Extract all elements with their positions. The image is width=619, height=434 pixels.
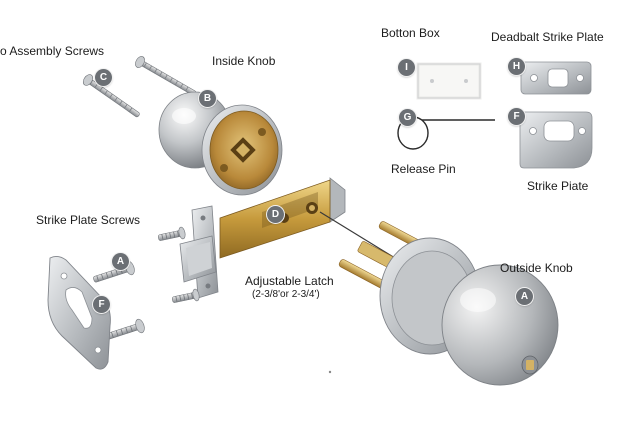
- badge-botton-box: I: [398, 59, 415, 76]
- badge-deadbolt-strike-plate: H: [508, 58, 525, 75]
- deadbolt-strike-plate: [520, 61, 592, 95]
- badge-strike-plate: F: [508, 108, 525, 125]
- label-inside-knob: Inside Knob: [212, 54, 276, 68]
- assembly-screws: [82, 56, 197, 118]
- label-strike-plate-screws: Strike Plate Screws: [36, 213, 141, 227]
- label-release-pin: Release Pin: [391, 162, 456, 176]
- label-strike-plate: Strike Piate: [527, 179, 589, 193]
- label-adjustable-latch: Adjustable Latch: [245, 274, 334, 288]
- badge-assembly-screws: C: [95, 69, 112, 86]
- inside-knob: [158, 91, 283, 196]
- label-latch-size: (2-3/8'or 2-3/4'): [252, 289, 320, 300]
- badge-strike-screw: A: [112, 253, 129, 270]
- badge-left-strike-plate: F: [93, 296, 110, 313]
- badge-outside-knob: A: [516, 288, 533, 305]
- strike-plate: [519, 111, 593, 169]
- label-assembly-screws: o Assembly Screws: [0, 44, 105, 58]
- label-deadbolt-strike-plate: Deadbalt Strike Plate: [491, 30, 604, 44]
- badge-inside-knob: B: [199, 90, 216, 107]
- label-botton-box: Botton Box: [381, 26, 440, 40]
- badge-latch: D: [267, 206, 284, 223]
- botton-box: [416, 62, 482, 100]
- strike-plate-screws: [93, 226, 200, 341]
- left-strike-plate: [47, 255, 111, 370]
- label-outside-knob: Outside Knob: [500, 261, 573, 275]
- badge-release-pin: G: [399, 109, 416, 126]
